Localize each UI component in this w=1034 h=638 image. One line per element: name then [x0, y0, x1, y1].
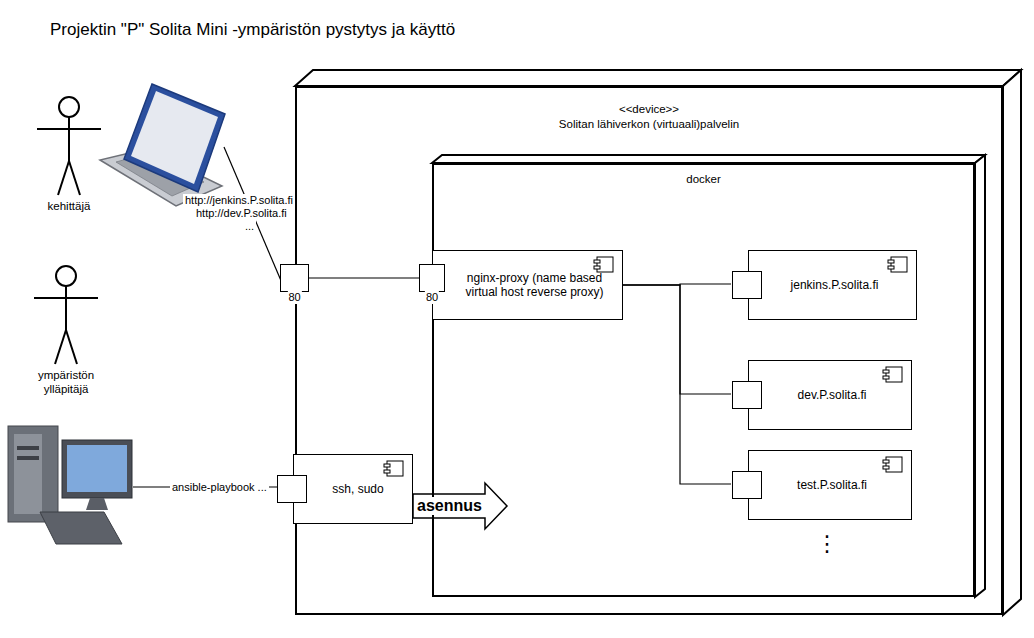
side-face — [1003, 70, 1021, 615]
stereotype: <<device>> — [297, 102, 1001, 117]
block-arrow — [413, 483, 507, 529]
drive-slot — [17, 446, 39, 450]
port-box: 80 — [280, 264, 309, 292]
icon-tab — [883, 466, 889, 469]
leg — [66, 330, 77, 364]
component-name: test.P.solita.fi — [797, 478, 867, 492]
icon-body — [886, 457, 902, 472]
leg — [55, 330, 66, 364]
connector-line — [623, 285, 731, 394]
icon-tab — [883, 376, 889, 379]
monitor-stand — [86, 498, 108, 510]
tower — [8, 426, 58, 522]
head — [56, 266, 76, 286]
desktop-icon — [8, 426, 132, 544]
connector — [623, 285, 731, 484]
port-square — [277, 475, 307, 503]
node-heading: docker — [434, 172, 973, 187]
laptop-display — [131, 91, 218, 184]
connector — [623, 285, 731, 394]
component-icon — [382, 460, 404, 478]
torso — [68, 117, 70, 161]
node-name: docker — [434, 172, 973, 187]
monitor-frame — [62, 440, 132, 498]
component-text: dev.P.solita.fi — [749, 361, 911, 429]
top-face — [432, 155, 985, 163]
icon-tab — [883, 370, 889, 373]
port-square — [732, 271, 762, 299]
connector-line — [309, 277, 419, 278]
connector-line — [623, 285, 731, 484]
component-text: nginx-proxy (name based virtual host rev… — [433, 251, 622, 319]
icon-body — [597, 257, 613, 272]
monitor-screen — [67, 445, 127, 492]
deployment-node: docker80nginx-proxy (name based virtual … — [432, 163, 975, 597]
connector — [413, 483, 507, 529]
component-icon — [881, 456, 903, 474]
icon-body — [891, 257, 907, 272]
port-square — [732, 471, 762, 499]
component-text: ssh, sudo — [294, 455, 412, 523]
line-label: http://dev.P.solita.fi — [194, 207, 289, 220]
connector — [309, 278, 419, 279]
icon-tab — [384, 464, 390, 467]
icon-tab — [883, 460, 889, 463]
leg — [69, 161, 80, 195]
component-name: dev.P.solita.fi — [798, 388, 867, 402]
actor-figure: ympäristön ylläpitäjä — [29, 262, 103, 397]
icon-tab — [384, 470, 390, 473]
leg — [58, 161, 69, 195]
icon-tab — [888, 260, 894, 263]
port-number: 80 — [287, 291, 301, 304]
component-icon — [881, 366, 903, 384]
arms — [37, 128, 101, 130]
edge-label: asennus — [416, 497, 483, 515]
icon-body — [886, 367, 902, 382]
deployment-node: <<device>>Solitan lähiverkon (virtuaali)… — [295, 86, 1003, 615]
component-box: nginx-proxy (name based virtual host rev… — [432, 250, 623, 320]
icon-tab — [594, 266, 600, 269]
port-box: 80 — [419, 264, 445, 292]
side-face — [975, 155, 985, 597]
line-label: ansible-playbook ... — [170, 481, 269, 494]
continuation-mark: ⋮ — [816, 532, 838, 556]
component-icon — [886, 256, 908, 274]
stick-figure — [33, 93, 105, 197]
component-text: test.P.solita.fi — [749, 451, 911, 519]
node-heading: <<device>>Solitan lähiverkon (virtuaali)… — [297, 102, 1001, 132]
drive-slot — [17, 456, 39, 460]
stick-figure — [30, 262, 102, 366]
component-box: ssh, sudo — [293, 454, 413, 524]
tower-front — [14, 434, 42, 514]
keyboard — [40, 512, 122, 544]
line-label: ... — [243, 220, 256, 233]
icon-tab — [594, 260, 600, 263]
arms — [34, 297, 98, 299]
actor-label: ympäristön ylläpitäjä — [29, 368, 103, 396]
actor-figure: kehittäjä — [33, 93, 105, 223]
laptop-icon — [100, 84, 225, 206]
component-name: nginx-proxy (name based virtual host rev… — [457, 271, 612, 299]
port-square — [732, 381, 762, 409]
component-name: jenkins.P.solita.fi — [791, 278, 879, 292]
component-text: jenkins.P.solita.fi — [749, 251, 916, 319]
icon-body — [387, 461, 403, 476]
component-box: dev.P.solita.fi — [748, 360, 912, 430]
node-depth — [295, 86, 1003, 615]
actor-name: ympäristön ylläpitäjä — [29, 368, 103, 396]
torso — [65, 286, 67, 330]
component-box: jenkins.P.solita.fi — [748, 250, 917, 320]
diagram-title: Projektin "P" Solita Mini -ympäristön py… — [50, 20, 455, 40]
line-label: http://jenkins.P.solita.fi — [183, 194, 295, 207]
laptop-screen-frame — [124, 84, 225, 192]
actor-label: kehittäjä — [33, 199, 105, 213]
top-face — [295, 70, 1021, 86]
actor-name: kehittäjä — [33, 199, 105, 213]
port-number: 80 — [425, 291, 439, 304]
head — [59, 97, 79, 117]
component-name: ssh, sudo — [332, 482, 383, 496]
component-box: test.P.solita.fi — [748, 450, 912, 520]
icon-tab — [888, 266, 894, 269]
node-name: Solitan lähiverkon (virtuaali)palvelin — [297, 117, 1001, 132]
